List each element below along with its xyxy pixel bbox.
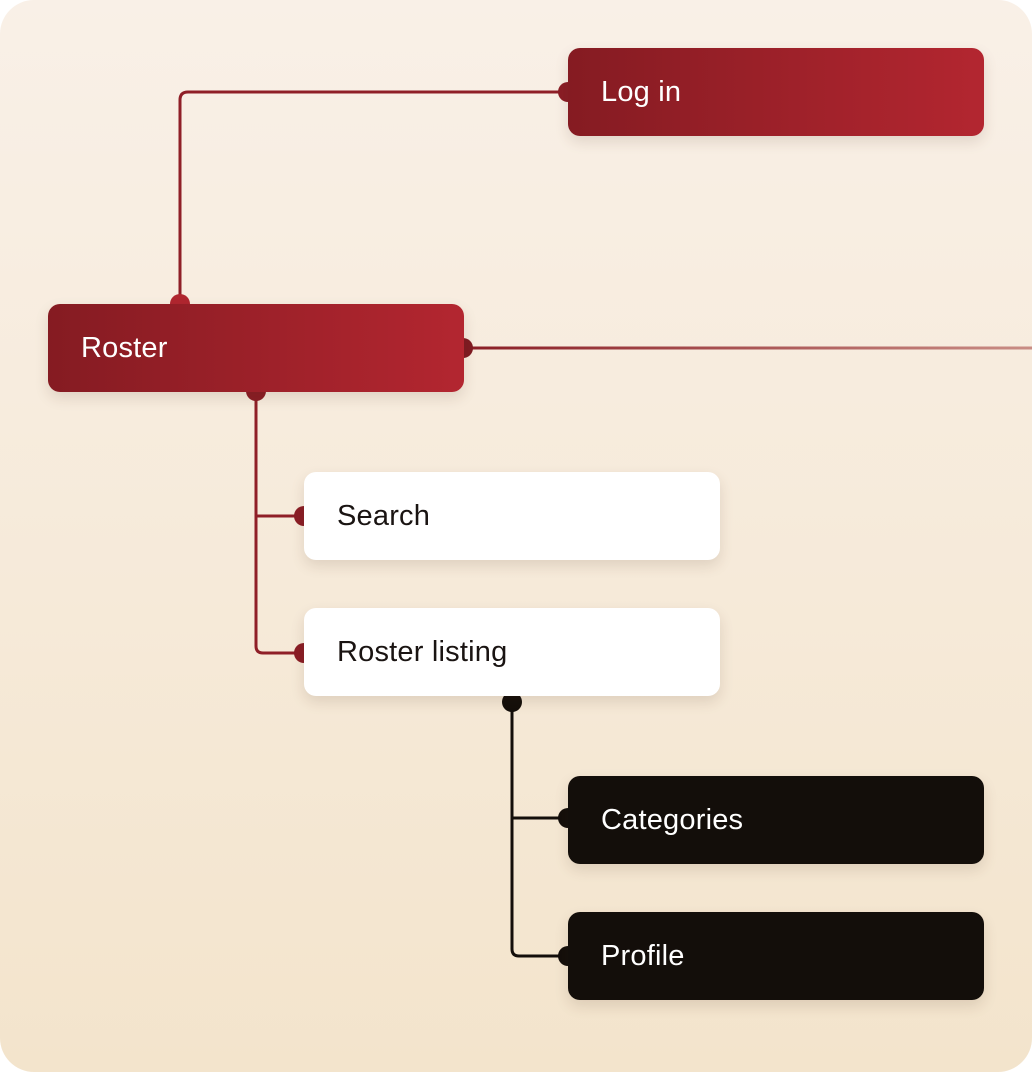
node-roster-listing[interactable]: Roster listing	[304, 608, 720, 696]
node-label: Search	[337, 499, 431, 532]
node-label: Roster	[81, 331, 168, 364]
node-categories[interactable]: Categories	[568, 776, 984, 864]
node-label: Roster listing	[337, 635, 508, 668]
node-search[interactable]: Search	[304, 472, 720, 560]
node-label: Log in	[601, 75, 682, 108]
connector-roster-login	[178, 90, 566, 304]
node-label: Categories	[601, 803, 744, 836]
node-log-in[interactable]: Log in	[568, 48, 984, 136]
connector-dot	[502, 692, 522, 712]
node-profile[interactable]: Profile	[568, 912, 984, 1000]
connector-listing-children	[510, 702, 568, 958]
node-label: Profile	[601, 939, 685, 972]
node-roster[interactable]: Roster	[48, 304, 464, 392]
